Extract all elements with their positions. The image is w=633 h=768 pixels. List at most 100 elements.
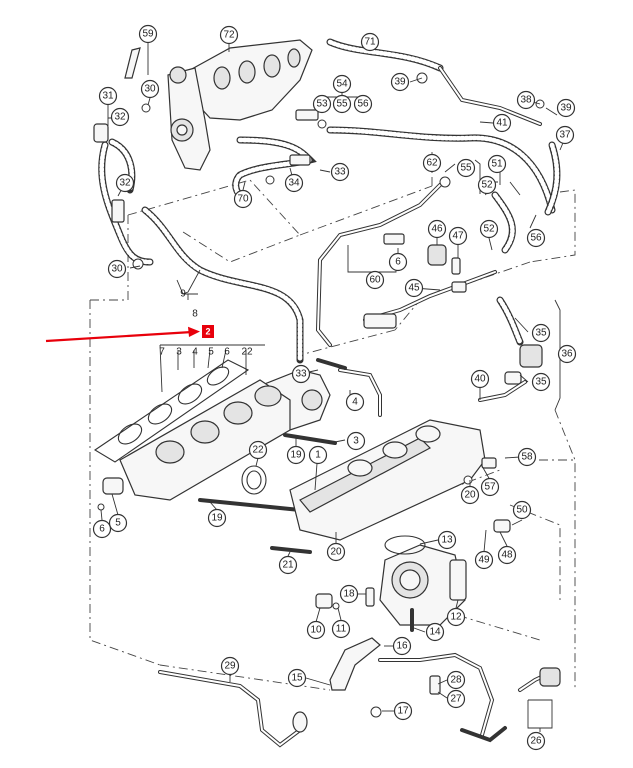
svg-text:30: 30 <box>111 264 123 275</box>
callout-55[interactable]: 55 <box>332 94 352 114</box>
callout-13[interactable]: 13 <box>437 530 457 550</box>
callout-38[interactable]: 38 <box>516 90 536 110</box>
callout-57[interactable]: 57 <box>480 477 500 497</box>
callout-5[interactable]: 5 <box>108 513 128 533</box>
callout-28[interactable]: 28 <box>446 670 466 690</box>
callout-22[interactable]: 22 <box>248 440 268 460</box>
label-8[interactable]: 8 <box>192 309 198 320</box>
parts-artwork <box>93 38 561 748</box>
callout-14[interactable]: 14 <box>425 622 445 642</box>
callout-18[interactable]: 18 <box>339 584 359 604</box>
callout-51[interactable]: 51 <box>487 154 507 174</box>
label-6[interactable]: 6 <box>224 347 230 358</box>
callout-59[interactable]: 59 <box>138 24 158 44</box>
callout-56[interactable]: 56 <box>353 94 373 114</box>
callout-37[interactable]: 37 <box>555 125 575 145</box>
callout-32[interactable]: 32 <box>110 107 130 127</box>
callout-20[interactable]: 20 <box>460 485 480 505</box>
callout-10[interactable]: 10 <box>306 620 326 640</box>
svg-text:37: 37 <box>559 130 571 141</box>
callout-32[interactable]: 32 <box>115 173 135 193</box>
callout-53[interactable]: 53 <box>312 94 332 114</box>
svg-text:70: 70 <box>237 194 249 205</box>
callout-49[interactable]: 49 <box>474 550 494 570</box>
label-22[interactable]: 22 <box>241 347 253 358</box>
callout-48[interactable]: 48 <box>497 545 517 565</box>
callout-54[interactable]: 54 <box>332 74 352 94</box>
callout-15[interactable]: 15 <box>287 668 307 688</box>
callout-72[interactable]: 72 <box>219 25 239 45</box>
svg-text:57: 57 <box>484 482 496 493</box>
callout-46[interactable]: 46 <box>427 219 447 239</box>
callout-70[interactable]: 70 <box>233 189 253 209</box>
callout-27[interactable]: 27 <box>446 689 466 709</box>
svg-text:12: 12 <box>450 612 462 623</box>
svg-text:58: 58 <box>521 452 533 463</box>
callout-29[interactable]: 29 <box>220 656 240 676</box>
svg-text:17: 17 <box>397 706 409 717</box>
callout-40[interactable]: 40 <box>470 369 490 389</box>
highlight-marker-2[interactable]: 2 <box>202 325 214 338</box>
callout-41[interactable]: 41 <box>492 113 512 133</box>
callout-52[interactable]: 52 <box>477 175 497 195</box>
callout-21[interactable]: 21 <box>278 555 298 575</box>
callout-50[interactable]: 50 <box>512 500 532 520</box>
callout-20[interactable]: 20 <box>326 542 346 562</box>
svg-text:6: 6 <box>99 524 105 535</box>
svg-text:19: 19 <box>290 450 302 461</box>
svg-text:14: 14 <box>429 627 441 638</box>
svg-text:20: 20 <box>464 490 476 501</box>
svg-text:40: 40 <box>474 374 486 385</box>
callout-30[interactable]: 30 <box>140 79 160 99</box>
callout-6[interactable]: 6 <box>92 519 112 539</box>
callout-12[interactable]: 12 <box>446 607 466 627</box>
svg-text:4: 4 <box>352 397 358 408</box>
svg-text:10: 10 <box>310 625 322 636</box>
label-3[interactable]: 3 <box>176 347 182 358</box>
callout-39[interactable]: 39 <box>390 72 410 92</box>
svg-text:32: 32 <box>119 178 131 189</box>
callout-55[interactable]: 55 <box>456 158 476 178</box>
svg-text:62: 62 <box>426 158 438 169</box>
highlight-marker-label: 2 <box>205 327 210 337</box>
callout-34[interactable]: 34 <box>284 173 304 193</box>
callout-17[interactable]: 17 <box>393 701 413 721</box>
callout-31[interactable]: 31 <box>98 86 118 106</box>
callout-71[interactable]: 71 <box>360 32 380 52</box>
svg-text:29: 29 <box>224 661 236 672</box>
callout-45[interactable]: 45 <box>404 278 424 298</box>
callout-58[interactable]: 58 <box>517 447 537 467</box>
callout-33[interactable]: 33 <box>291 364 311 384</box>
svg-text:39: 39 <box>394 77 406 88</box>
label-9[interactable]: 9 <box>180 289 186 300</box>
callout-4[interactable]: 4 <box>345 392 365 412</box>
callout-6[interactable]: 6 <box>388 252 408 272</box>
callout-19[interactable]: 19 <box>286 445 306 465</box>
svg-text:41: 41 <box>496 118 508 129</box>
callout-62[interactable]: 62 <box>422 153 442 173</box>
callout-19[interactable]: 19 <box>207 508 227 528</box>
callout-52[interactable]: 52 <box>479 219 499 239</box>
callout-11[interactable]: 11 <box>331 619 351 639</box>
svg-text:49: 49 <box>478 555 490 566</box>
callout-35[interactable]: 35 <box>531 323 551 343</box>
callout-36[interactable]: 36 <box>557 344 577 364</box>
callout-60[interactable]: 60 <box>365 270 385 290</box>
callout-56[interactable]: 56 <box>526 228 546 248</box>
label-7[interactable]: 7 <box>159 347 165 358</box>
callout-3[interactable]: 3 <box>346 431 366 451</box>
label-4[interactable]: 4 <box>192 347 198 358</box>
callout-30[interactable]: 30 <box>107 259 127 279</box>
callout-47[interactable]: 47 <box>448 226 468 246</box>
callout-39[interactable]: 39 <box>556 98 576 118</box>
svg-text:28: 28 <box>450 675 462 686</box>
label-5[interactable]: 5 <box>208 347 214 358</box>
callout-1[interactable]: 1 <box>308 445 328 465</box>
svg-text:51: 51 <box>491 159 503 170</box>
callout-16[interactable]: 16 <box>392 636 412 656</box>
svg-text:33: 33 <box>295 369 307 380</box>
callout-33[interactable]: 33 <box>330 162 350 182</box>
callout-35[interactable]: 35 <box>531 372 551 392</box>
callout-26[interactable]: 26 <box>526 731 546 751</box>
svg-text:31: 31 <box>102 91 114 102</box>
